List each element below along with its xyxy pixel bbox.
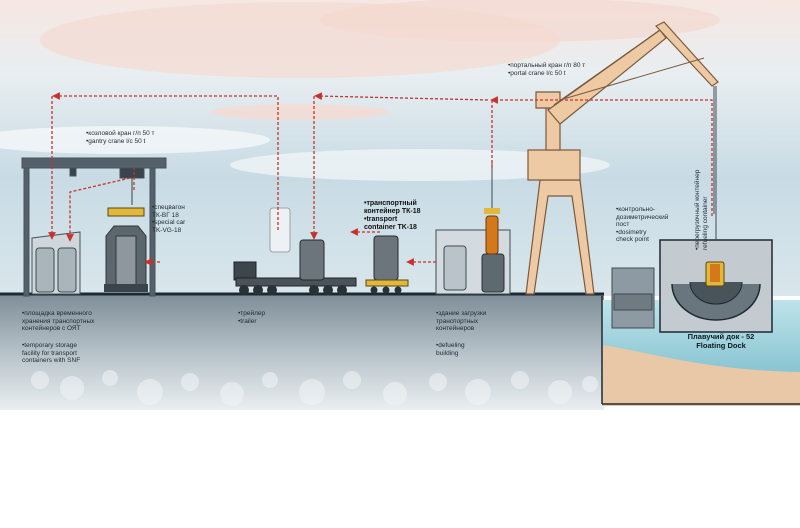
portal-crane-label-ru: •портальный кран г/п 80 т bbox=[508, 62, 586, 69]
dosimetry-label: •контрольно- дозиметрический пост •dosim… bbox=[616, 206, 668, 244]
defueling-label-ru-line-3: контейнеров bbox=[436, 325, 475, 332]
defueling-label-ru: •здание загрузки транспортных контейнеро… bbox=[436, 310, 486, 333]
trailer-label-en: •trailer bbox=[238, 317, 257, 325]
portal-crane-label-en: •portal crane l/c 50 t bbox=[508, 69, 566, 77]
special-car bbox=[104, 207, 148, 292]
floating-dock bbox=[611, 239, 773, 333]
trailer bbox=[233, 207, 357, 295]
storage-label-en: •temporary storage facility for transpor… bbox=[22, 342, 80, 365]
transport-container-label-line-3: •transport bbox=[364, 216, 398, 223]
portal-crane-label: •портальный кран г/п 80 т •portal crane … bbox=[508, 62, 585, 77]
portal-crane bbox=[525, 21, 719, 295]
storage-shed bbox=[31, 231, 81, 295]
defueling-label-en-line-1: •defueling bbox=[436, 342, 465, 349]
transport-container-label-line-2: контейнер ТК-18 bbox=[364, 208, 421, 215]
storage-label-ru-line-3: контейнеров с ОЯТ bbox=[22, 325, 81, 332]
gantry-crane-label-en: •gantry crane l/c 50 t bbox=[86, 137, 146, 145]
defueling-label-en: •defueling building bbox=[436, 342, 465, 357]
gantry-crane-label: •козловой кран г/п 50 т •gantry crane l/… bbox=[86, 130, 155, 145]
dosimetry-label-line-2: дозиметрический bbox=[616, 213, 669, 221]
transport-container-car bbox=[365, 235, 409, 294]
floating-dock-title: Плавучий док - 52 Floating Dock bbox=[666, 332, 776, 350]
special-car-label-line-3: •special car bbox=[152, 219, 186, 226]
floating-dock-title-en: Floating Dock bbox=[696, 341, 746, 350]
special-car-label-line-2: ТК-ВГ 18 bbox=[152, 211, 179, 219]
transport-container-label-line-4: container TK-18 bbox=[364, 224, 417, 231]
dosimetry-label-line-1: •контрольно- bbox=[616, 206, 656, 213]
floating-dock-title-ru: Плавучий док - 52 bbox=[687, 332, 755, 341]
defueling-building bbox=[435, 160, 511, 295]
storage-label-ru-line-2: хранения транспортных bbox=[22, 317, 95, 325]
storage-label-ru-line-1: •площадка временного bbox=[22, 310, 92, 317]
defueling-label-ru-line-1: •здание загрузки bbox=[436, 310, 487, 317]
refueling-container-label: •перегрузочный контейнер refueling conta… bbox=[694, 170, 710, 250]
dosimetry-label-line-4: •dosimetry bbox=[616, 228, 647, 236]
trailer-label-ru: •трейлер bbox=[238, 310, 266, 317]
trailer-label: •трейлер •trailer bbox=[238, 310, 265, 325]
defueling-label-en-line-2: building bbox=[436, 349, 459, 357]
special-car-label-line-1: •спецвагон bbox=[152, 204, 185, 211]
special-car-label: •спецвагон ТК-ВГ 18 •special car TK-VG-1… bbox=[152, 204, 185, 234]
refueling-container-label-en: refueling container bbox=[702, 196, 709, 250]
cloud bbox=[320, 0, 720, 42]
storage-label-en-line-2: facility for transport bbox=[22, 349, 77, 357]
defueling-label-ru-line-2: транспортных bbox=[436, 317, 479, 325]
transport-container-label-line-1: •транспортный bbox=[364, 200, 417, 207]
refueling-container-label-ru: •перегрузочный контейнер bbox=[694, 169, 701, 250]
cloud bbox=[210, 104, 390, 120]
cloud bbox=[0, 126, 270, 154]
gantry-crane-label-ru: •козловой кран г/п 50 т bbox=[86, 130, 155, 137]
transfer-path bbox=[48, 92, 713, 266]
storage-label-ru: •площадка временного хранения транспортн… bbox=[22, 310, 94, 333]
dosimetry-label-line-5: check point bbox=[616, 236, 649, 243]
storage-label-en-line-1: •temporary storage bbox=[22, 342, 78, 349]
dosimetry-label-line-3: пост bbox=[616, 221, 630, 228]
cloud bbox=[230, 149, 610, 181]
special-car-label-line-4: TK-VG-18 bbox=[152, 226, 182, 234]
sand bbox=[602, 345, 800, 406]
gantry-crane bbox=[21, 157, 167, 297]
ground-bubbles bbox=[31, 370, 598, 406]
transport-container-label: •транспортный контейнер ТК-18 •transport… bbox=[364, 200, 421, 232]
storage-label-en-line-3: containers with SNF bbox=[22, 357, 81, 364]
